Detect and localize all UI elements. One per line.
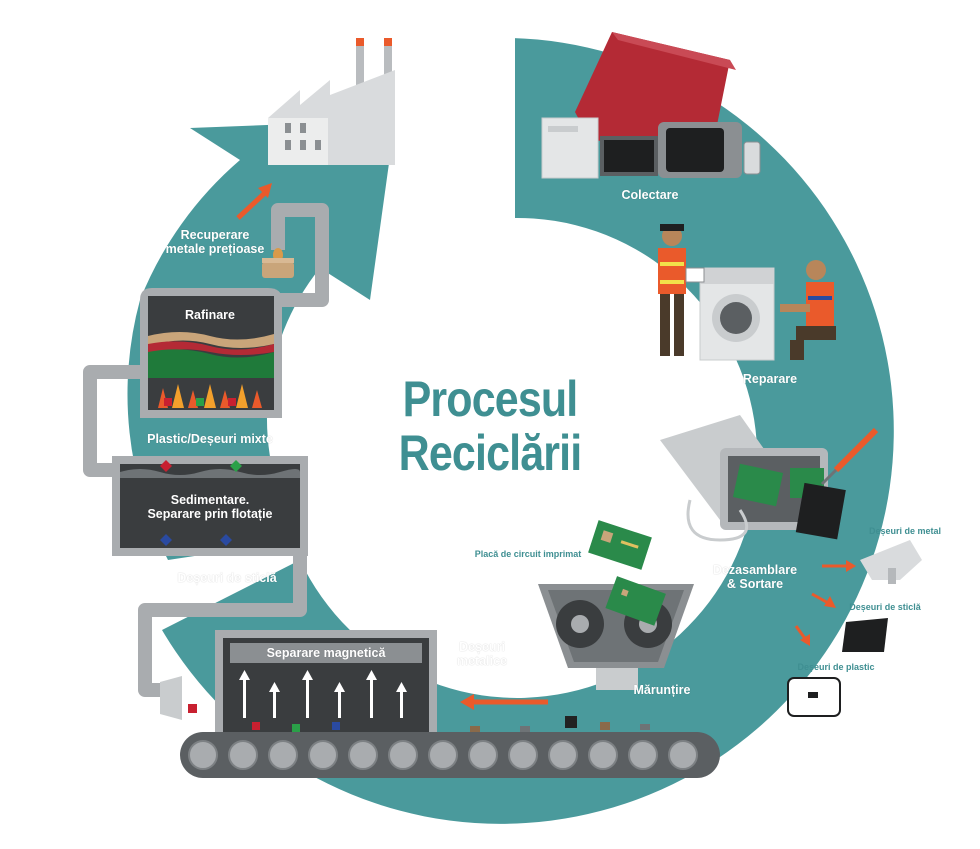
- refining-furnace: [140, 288, 282, 418]
- label-dezasamblare-line-2: & Sortare: [726, 577, 784, 592]
- title-line-1: Procesul: [402, 371, 579, 427]
- arrow-to-factory-icon: [236, 183, 272, 220]
- label-maruntire: Mărunțire: [633, 683, 691, 697]
- label-dezasamblare-line-1: Dezasamblare: [712, 563, 798, 577]
- worker-standing-icon: [658, 224, 705, 356]
- label-plastic-mixte: Plastic/Deșeuri mixte: [147, 432, 273, 446]
- label-recuperare-line-2: metale prețioase: [165, 242, 265, 257]
- arrow-left-icon: [460, 694, 548, 710]
- label-sedimentare: Sedimentare. Separare prin flotație: [120, 493, 300, 522]
- drop-bowl-icon: [262, 248, 294, 278]
- magnet-arrows: [239, 670, 407, 718]
- label-rafinare: Rafinare: [184, 308, 236, 322]
- label-recuperare-line-1: Recuperare: [180, 228, 250, 242]
- conveyor-debris: [252, 716, 650, 732]
- label-dezasamblare-sortare: Dezasamblare & Sortare: [700, 563, 810, 592]
- label-recuperare-metale: Recuperare metale prețioase: [150, 228, 280, 257]
- magnetic-separator: [215, 630, 437, 740]
- label-deseuri-plastic: Deșeuri de plastic: [797, 662, 875, 672]
- label-colectare: Colectare: [621, 188, 679, 202]
- page-title: Procesul Reciclării: [352, 372, 627, 480]
- label-deseuri-sticla-left: Deșeuri de sticlă: [177, 571, 277, 585]
- label-deseuri-metalice-line-1: Deșeuri: [459, 640, 505, 654]
- shredder: [538, 576, 694, 690]
- label-placa-circuit: Placă de circuit imprimat: [474, 549, 582, 559]
- label-reparare: Reparare: [742, 372, 798, 386]
- circuit-board-icon: [588, 520, 652, 570]
- worker-kneeling-icon: [780, 260, 836, 360]
- repair-scene: [658, 224, 836, 361]
- title-line-2: Reciclării: [398, 425, 583, 481]
- label-separare-magnetica: Separare magnetică: [266, 646, 386, 660]
- label-deseuri-metal: Deșeuri de metal: [868, 526, 942, 536]
- factory-icon: [268, 38, 395, 165]
- label-deseuri-metalice-line-2: metalice: [456, 654, 508, 669]
- conveyor-rollers: [188, 740, 698, 770]
- disassembly-devices: [660, 415, 879, 542]
- collected-appliances: [541, 32, 761, 179]
- sort-outputs: [787, 540, 922, 717]
- plastic-piece-icon: [787, 677, 841, 717]
- label-deseuri-metalice: Deșeuri metalice: [442, 640, 522, 669]
- flames-icon: [158, 384, 262, 408]
- sedimentation-tank: [112, 456, 308, 556]
- glass-piece-icon: [842, 618, 888, 652]
- hopper-icon: [160, 676, 197, 720]
- label-sedimentare-line-1: Sedimentare.: [170, 493, 250, 507]
- metal-piece-icon: [860, 540, 922, 584]
- label-sedimentare-line-2: Separare prin flotație: [147, 507, 273, 522]
- conveyor-belt: [180, 716, 720, 778]
- label-deseuri-sticla-right: Deșeuri de sticlă: [849, 602, 921, 612]
